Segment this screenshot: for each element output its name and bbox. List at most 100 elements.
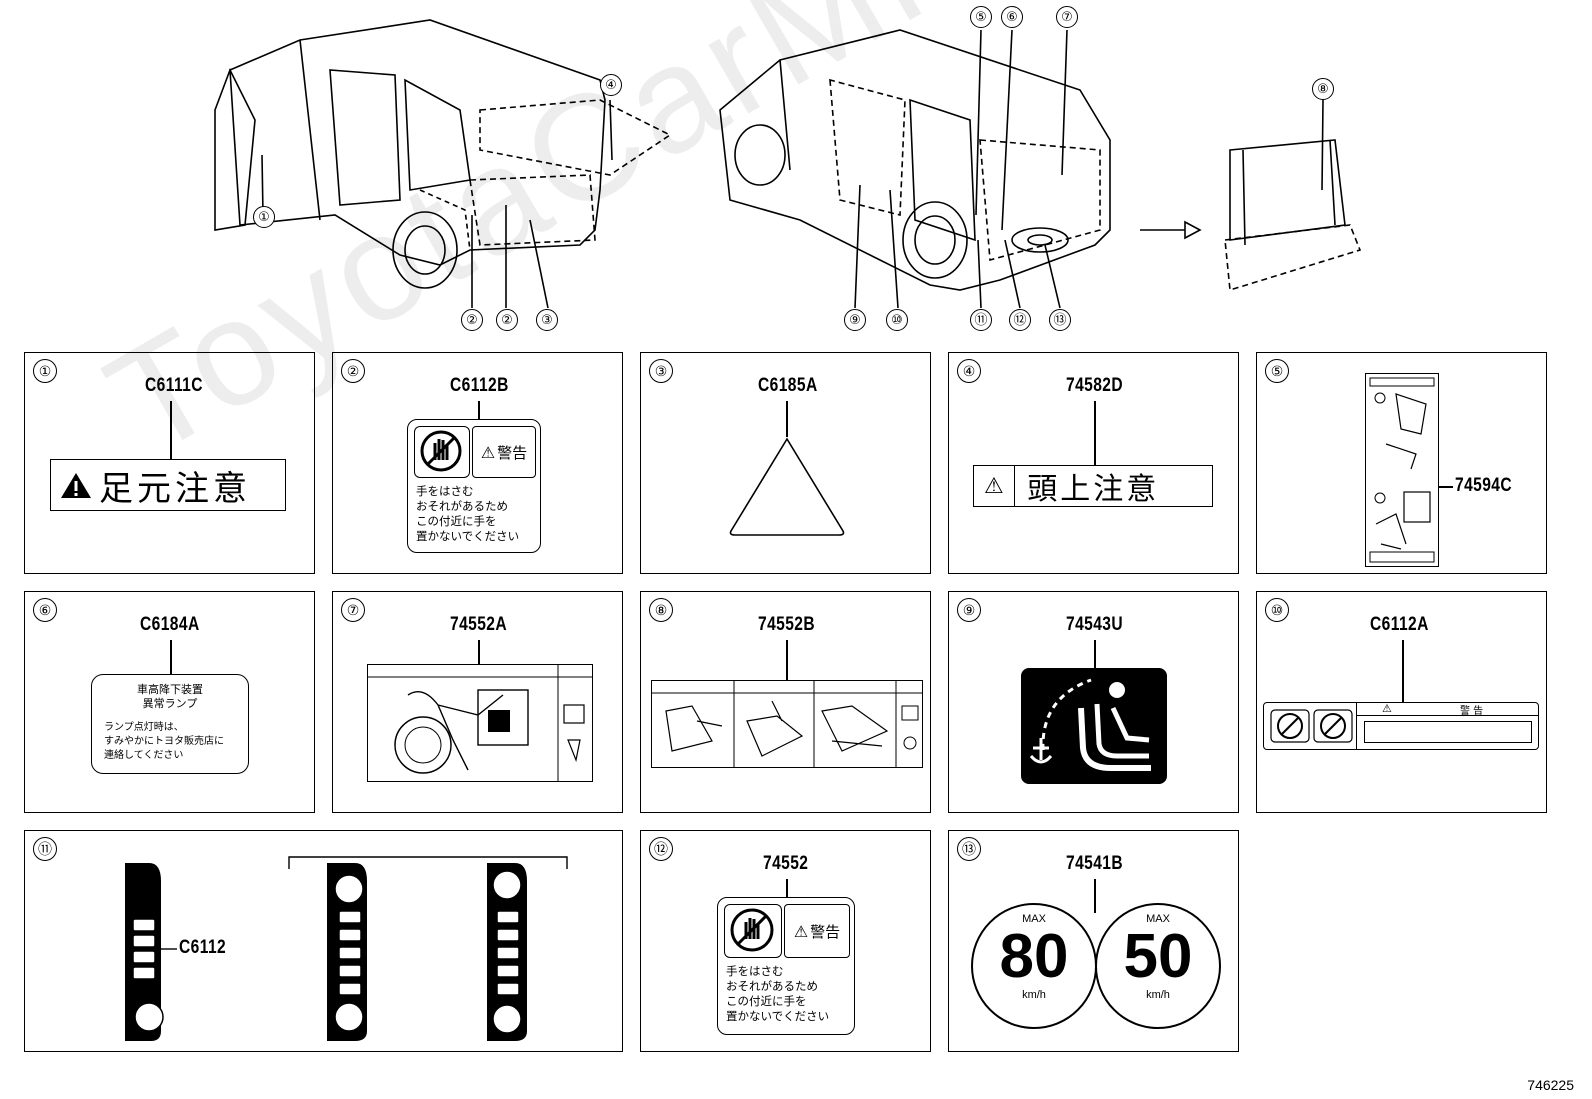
panel-number: ① (33, 359, 57, 383)
panel-number: ⑧ (649, 598, 673, 622)
pinch-warning-label: ⚠ 警告 手をはさむ おそれがあるため この付近に手を 置かないでください (407, 419, 541, 553)
panel-number: ⑤ (1265, 359, 1289, 383)
warning-word: 警告 (810, 922, 841, 941)
panel-number: ⑦ (341, 598, 365, 622)
callout-8: ⑧ (1312, 78, 1334, 100)
body-line: おそれがあるため (726, 979, 818, 993)
body-line: 手をはさむ (726, 964, 784, 978)
callout-6: ⑥ (1001, 6, 1023, 28)
unit-label: km/h (1146, 989, 1170, 1001)
right-van-outline (719, 29, 1111, 291)
child-seat-anchor-icon (1029, 678, 1151, 771)
label-text: 足元注意 (99, 468, 251, 509)
part-code: 74582D (1066, 375, 1124, 396)
label-panel-1: ① C6111C 足元注意 (24, 352, 315, 574)
body-line: 手をはさむ (416, 484, 474, 498)
part-code: C6184A (140, 614, 200, 635)
label-panel-3: ③ C6185A (640, 352, 931, 574)
body-line: 置かないでください (416, 529, 520, 543)
part-code: C6112 (179, 937, 227, 958)
triangle-label (729, 437, 845, 536)
instruction-label-tall (1365, 373, 1439, 567)
panel-number: ② (341, 359, 365, 383)
speed-value: 50 (1123, 922, 1193, 991)
panel-number: ③ (649, 359, 673, 383)
label-panel-8: ⑧ 74552B (640, 591, 931, 813)
panel-number: ⑥ (33, 598, 57, 622)
diagram-part-number: 746225 (1527, 1077, 1574, 1093)
panel-number: ⑫ (649, 837, 673, 861)
label-panel-9: ⑨ 74543U (948, 591, 1239, 813)
panel-number: ⑬ (957, 837, 981, 861)
caution-label-overhead: ⚠ 頭上注意 (973, 465, 1213, 507)
suspension-warning-label: 車高降下装置 異常ランプ ランプ点灯時は、 すみやかにトヨタ販売店に 連絡してく… (91, 674, 249, 774)
callout-4: ④ (600, 74, 622, 96)
no-hand-icon (420, 430, 462, 472)
panel-number: ⑩ (1265, 598, 1289, 622)
panel-number: ⑪ (33, 837, 57, 861)
callout-11: ⑪ (970, 309, 992, 331)
speed-value: 80 (999, 922, 1069, 991)
callout-3: ③ (536, 309, 558, 331)
callout-7: ⑦ (1056, 6, 1078, 28)
body-line: おそれがあるため (416, 499, 508, 513)
seat-instruction-label (651, 680, 923, 768)
label-panel-11: ⑪ C6112 (24, 830, 623, 1052)
warning-word: 警 告 (1460, 706, 1484, 717)
callout-12: ⑫ (1009, 309, 1031, 331)
pinch-warning-label: ⚠ 警告 手をはさむ おそれがあるため この付近に手を 置かないでください (717, 897, 855, 1035)
speed-limit-80-sign: MAX 80 km/h (971, 903, 1097, 1029)
callout-10: ⑩ (886, 309, 908, 331)
left-van-outline (229, 19, 606, 266)
part-code: 74552A (450, 614, 508, 635)
body-line: ランプ点灯時は、 (104, 722, 184, 733)
label-panel-12: ⑫ 74552 ⚠ 警告 手をはさむ おそれがあるため この付近に手を 置かない… (640, 830, 931, 1052)
part-code: 74552B (758, 614, 816, 635)
body-line: この付近に手を (726, 994, 807, 1008)
unit-label: km/h (1022, 989, 1046, 1001)
max-label: MAX (1146, 913, 1170, 925)
body-line: この付近に手を (416, 514, 497, 528)
part-code: C6112B (450, 375, 509, 396)
isofix-anchor-label (1021, 668, 1167, 784)
part-code: C6185A (758, 375, 818, 396)
no-hand-icon (730, 908, 774, 952)
wheelchair-illustration (368, 665, 592, 781)
part-code: 74541B (1066, 853, 1124, 874)
panel-number: ⑨ (957, 598, 981, 622)
warning-triangle-icon: ⚠ (480, 442, 496, 462)
label-panel-4: ④ 74582D ⚠ 頭上注意 (948, 352, 1239, 574)
instruction-illustration (1369, 377, 1435, 563)
body-line: 置かないでください (726, 1009, 830, 1023)
label-panel-2: ② C6112B ⚠ 警告 手をはさむ おそれがあるため この付近に手を 置かな… (332, 352, 623, 574)
label-title: 異常ランプ (142, 697, 198, 710)
no-hand-icon (1270, 709, 1353, 743)
label-panel-5: ⑤ 74594C (1256, 352, 1547, 574)
label-text: 頭上注意 (1027, 472, 1160, 507)
callout-1: ① (253, 206, 275, 228)
vehicle-location-diagram (214, 19, 1362, 309)
part-code: 74594C (1455, 475, 1513, 496)
wheelchair-belt-label (367, 664, 593, 782)
warning-triangle-icon: ⚠ (1382, 702, 1392, 715)
callout-2a: ② (461, 309, 483, 331)
label-panel-13: ⑬ 74541B MAX 80 km/h MAX 50 km/h (948, 830, 1239, 1052)
warning-word: 警告 (497, 443, 528, 462)
max-label: MAX (1022, 913, 1046, 925)
label-title: 車高降下装置 (137, 683, 203, 696)
switch-panel-variants (125, 856, 568, 1041)
panel-number: ④ (957, 359, 981, 383)
warning-strip-label: ⚠ 警 告 (1263, 702, 1539, 750)
warning-icon (61, 473, 91, 498)
part-code: C6112A (1370, 614, 1429, 635)
callout-9: ⑨ (844, 309, 866, 331)
label-panel-10: ⑩ C6112A ⚠ 警 告 (1256, 591, 1547, 813)
part-code: C6111C (145, 375, 203, 396)
label-panel-6: ⑥ C6184A 車高降下装置 異常ランプ ランプ点灯時は、 すみやかにトヨタ販… (24, 591, 315, 813)
part-code: 74552 (763, 853, 809, 874)
body-line: すみやかにトヨタ販売店に (104, 736, 224, 747)
seat-instruction-illustration (652, 681, 922, 767)
caution-label-footing: 足元注意 (50, 459, 286, 511)
callout-2b: ② (496, 309, 518, 331)
warning-triangle-icon: ⚠ (793, 921, 809, 941)
